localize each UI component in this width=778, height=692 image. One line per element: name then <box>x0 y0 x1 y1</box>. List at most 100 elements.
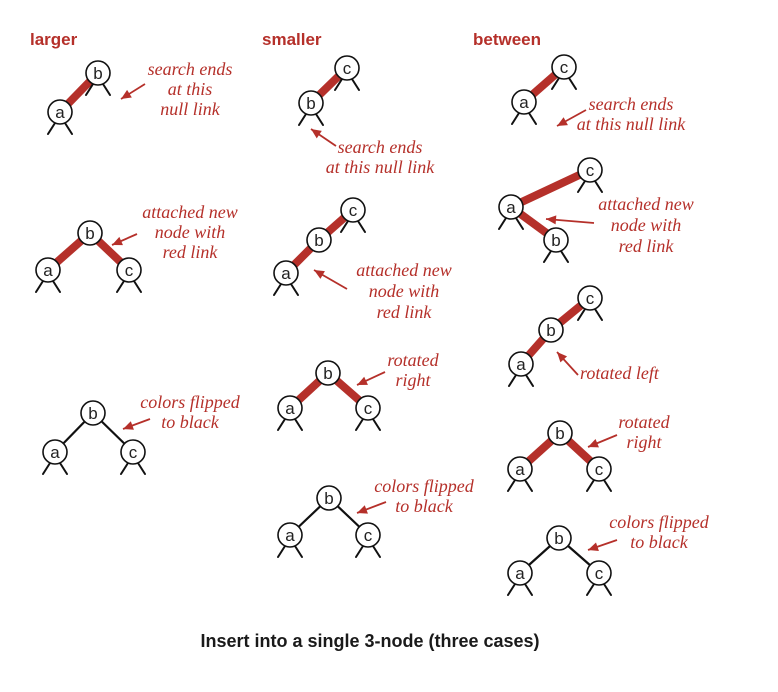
node-b <box>315 360 341 386</box>
node-label: c <box>586 289 595 308</box>
node-b <box>316 485 342 511</box>
node-c <box>551 54 577 80</box>
tree-smaller-1: cb <box>298 55 360 126</box>
null-link <box>594 308 603 321</box>
null-link <box>586 479 595 492</box>
node-a <box>508 351 534 377</box>
null-link <box>515 217 524 230</box>
note-line: search ends <box>589 94 674 114</box>
arrow-head <box>123 421 134 430</box>
note-line: at this <box>168 79 213 99</box>
null-link <box>35 280 44 293</box>
note-line: colors flipped <box>140 392 240 412</box>
node-label: c <box>125 261 134 280</box>
null-link <box>508 374 517 387</box>
tree-between-2: cab <box>498 157 603 263</box>
null-link <box>525 374 534 387</box>
null-link <box>568 77 577 90</box>
node-label: b <box>555 424 564 443</box>
note-between-3: rotated left <box>580 363 660 383</box>
note-line: attached new <box>356 260 451 280</box>
note-line: right <box>395 370 431 390</box>
null-link <box>277 418 286 431</box>
node-label: c <box>595 460 604 479</box>
node-label: a <box>285 399 295 418</box>
note-line: right <box>626 432 662 452</box>
node-label: a <box>515 460 525 479</box>
null-link <box>603 583 612 596</box>
null-link <box>47 122 56 135</box>
null-link <box>355 545 364 558</box>
arrow-head <box>546 215 557 225</box>
red-link <box>509 166 592 211</box>
note-line: search ends <box>148 59 233 79</box>
note-line: red link <box>619 236 675 256</box>
null-link <box>294 418 303 431</box>
node-label: c <box>560 58 569 77</box>
node-label: b <box>88 404 97 423</box>
node-label: a <box>515 564 525 583</box>
null-link <box>543 250 552 263</box>
node-a <box>273 260 299 286</box>
null-link <box>277 545 286 558</box>
node-a <box>277 395 303 421</box>
node-label: a <box>285 526 295 545</box>
note-line: red link <box>377 302 433 322</box>
node-a <box>35 257 61 283</box>
tree-larger-1: ba <box>47 60 111 135</box>
note-line: to black <box>395 496 453 516</box>
note-line: rotated <box>387 350 439 370</box>
node-b <box>538 317 564 343</box>
tree-between-3: cba <box>508 285 603 387</box>
node-c <box>586 560 612 586</box>
note-line: to black <box>630 532 688 552</box>
null-link <box>294 545 303 558</box>
figure-caption: Insert into a single 3-node (three cases… <box>200 631 539 651</box>
node-label: c <box>343 59 352 78</box>
note-line: attached new <box>598 194 693 214</box>
null-link <box>372 418 381 431</box>
node-label: a <box>281 264 291 283</box>
node-b <box>546 525 572 551</box>
node-c <box>577 285 603 311</box>
node-c <box>577 157 603 183</box>
note-line: rotated left <box>580 363 660 383</box>
null-link <box>577 180 586 193</box>
null-link <box>102 83 111 96</box>
arrow-head <box>311 129 322 139</box>
null-link <box>528 112 537 125</box>
node-b <box>77 220 103 246</box>
arrow-head <box>112 236 123 246</box>
null-link <box>524 479 533 492</box>
null-link <box>560 250 569 263</box>
null-link <box>334 78 343 91</box>
node-label: c <box>595 564 604 583</box>
note-line: red link <box>163 242 219 262</box>
arrow-head <box>121 89 132 99</box>
node-c <box>355 395 381 421</box>
note-line: colors flipped <box>374 476 474 496</box>
arrow-head <box>588 542 599 551</box>
node-label: c <box>129 443 138 462</box>
node-c <box>586 456 612 482</box>
node-a <box>498 194 524 220</box>
node-a <box>277 522 303 548</box>
node-a <box>47 99 73 125</box>
node-a <box>507 456 533 482</box>
note-line: node with <box>369 281 440 301</box>
node-label: b <box>546 321 555 340</box>
